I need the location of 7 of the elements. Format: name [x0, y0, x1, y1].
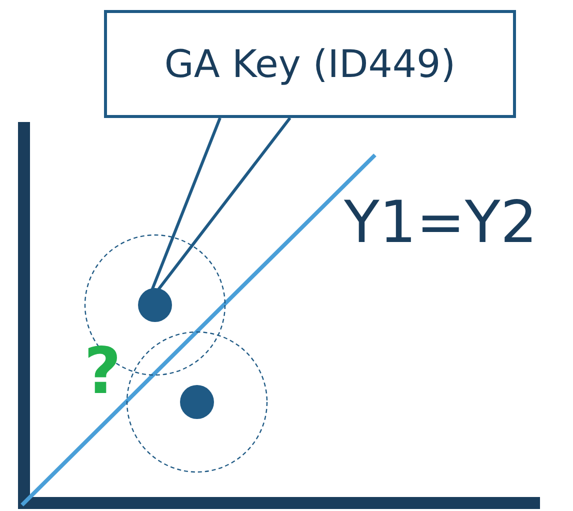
equation-label: Y1=Y2 [344, 193, 538, 251]
callout-text: GA Key (ID449) [164, 42, 456, 86]
callout-box [104, 10, 516, 118]
callout-tail [150, 116, 292, 292]
question-mark: ? [84, 340, 122, 404]
dot-marker [138, 288, 172, 322]
dot-marker [180, 385, 214, 419]
